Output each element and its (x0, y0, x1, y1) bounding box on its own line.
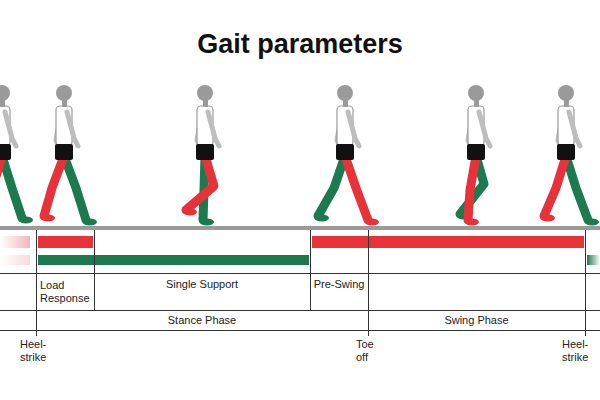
table-grid (0, 230, 600, 336)
leg (0, 156, 2, 218)
foot (465, 219, 479, 226)
leg (468, 156, 476, 220)
leg (544, 156, 566, 216)
foot (365, 219, 379, 226)
green-bar (38, 255, 309, 265)
shorts (55, 144, 73, 160)
foot (200, 219, 214, 226)
diagram-title: Gait parameters (0, 28, 600, 60)
foot (315, 215, 329, 222)
leg (318, 156, 345, 216)
foot (541, 215, 555, 222)
leg (44, 156, 64, 216)
event-label: Heel-strike (562, 338, 596, 364)
arm (208, 112, 219, 146)
foot (585, 219, 599, 226)
table-cell: Swing Phase (368, 311, 585, 330)
head (558, 85, 574, 101)
head (337, 85, 353, 101)
shorts (467, 144, 485, 160)
fade-bar (0, 255, 30, 265)
head (56, 85, 72, 101)
red-fade-bar (0, 236, 30, 248)
shorts (0, 144, 11, 160)
foot (41, 215, 55, 222)
green-fade-bar (587, 255, 600, 265)
table-cell: Load Response (36, 274, 94, 310)
arm (67, 112, 78, 146)
arm (348, 112, 359, 146)
table-cell: Stance Phase (36, 311, 368, 330)
table-cell: Single Support (94, 274, 310, 294)
event-label: Toe off (356, 338, 386, 364)
event-label: Heel-strike (20, 338, 60, 364)
head (0, 85, 10, 101)
leg (566, 156, 588, 220)
red-bar (312, 236, 584, 248)
shorts (557, 144, 575, 160)
leg (345, 156, 368, 220)
arm (569, 112, 580, 146)
leg (2, 156, 22, 218)
arm (5, 112, 16, 146)
leg (186, 156, 214, 210)
shorts (336, 144, 354, 160)
head (468, 85, 484, 101)
head (197, 85, 213, 101)
shorts (196, 144, 214, 160)
red-bar (38, 236, 93, 248)
table-cell: Pre-Swing (310, 274, 368, 294)
leg (64, 156, 86, 220)
walking-figures (0, 85, 599, 226)
foot (183, 209, 197, 216)
foot (19, 217, 33, 224)
floor-line (0, 226, 600, 230)
arm (479, 112, 490, 146)
foot (83, 219, 97, 226)
